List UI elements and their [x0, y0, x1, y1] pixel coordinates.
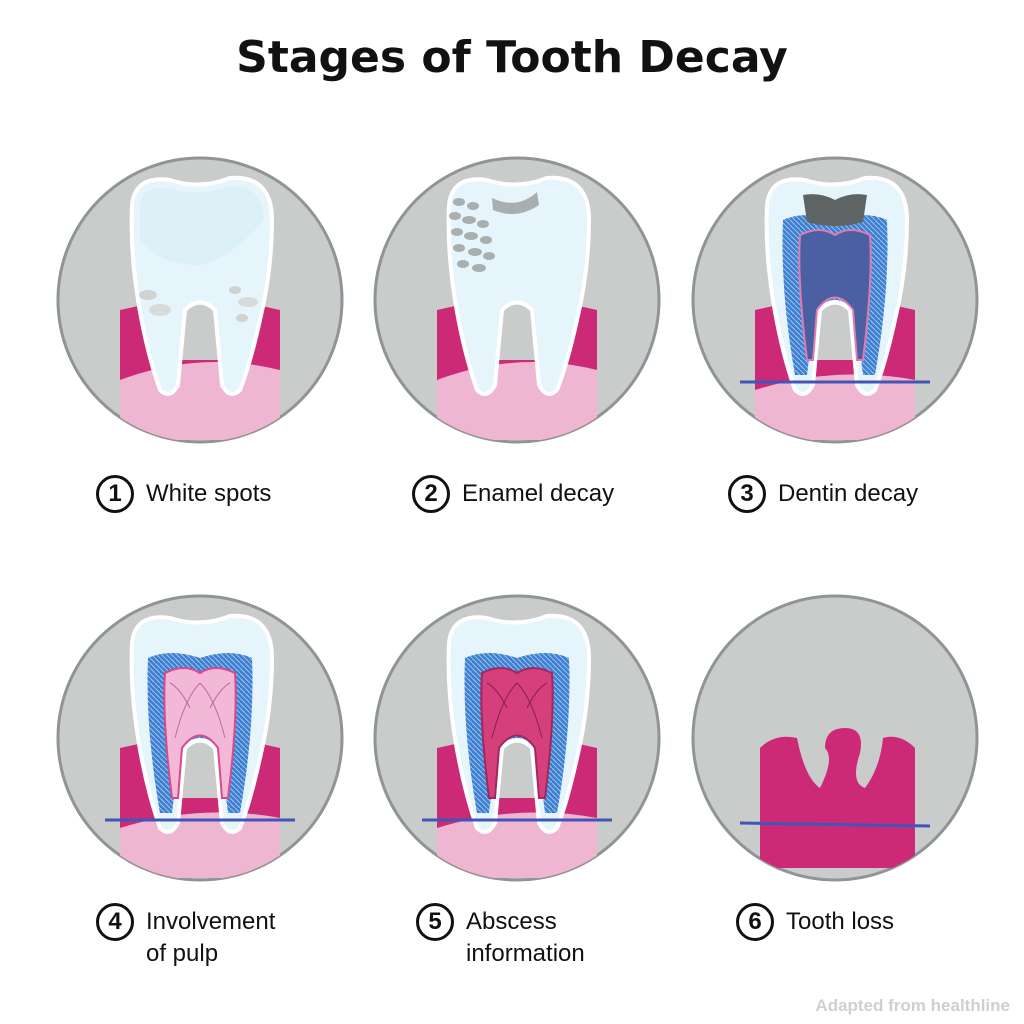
stage-3-caption: 3 Dentin decay	[728, 475, 919, 513]
stage-label: Dentin decay	[778, 480, 919, 507]
stage-6-illustration	[685, 588, 985, 888]
stage-6-caption: 6 Tooth loss	[736, 903, 895, 941]
stage-number-badge: 1	[96, 475, 134, 513]
stage-number-badge: 3	[728, 475, 766, 513]
stage-5-caption: 5 Abscess information	[416, 903, 585, 970]
stage-2-caption: 2 Enamel decay	[412, 475, 615, 513]
stage-label: Enamel decay	[462, 480, 615, 507]
stage-4-illustration	[50, 588, 350, 888]
stage-label: Abscess information	[466, 908, 585, 967]
stage-number-badge: 5	[416, 903, 454, 941]
stage-number-badge: 4	[96, 903, 134, 941]
stage-5-illustration	[367, 588, 667, 888]
stage-1-illustration	[50, 150, 350, 450]
stage-number-badge: 6	[736, 903, 774, 941]
stage-3-illustration	[685, 150, 985, 450]
stage-2-illustration	[367, 150, 667, 450]
tooth	[446, 175, 592, 396]
source-credit: Adapted from healthline	[815, 996, 1010, 1015]
stage-number-badge: 2	[412, 475, 450, 513]
stage-1-caption: 1 White spots	[96, 475, 272, 513]
stage-label: Involvement of pulp	[146, 908, 276, 967]
stage-label: Tooth loss	[786, 908, 895, 935]
page-title: Stages of Tooth Decay	[236, 32, 788, 83]
stage-4-caption: 4 Involvement of pulp	[96, 903, 276, 970]
stage-label: White spots	[146, 480, 272, 507]
